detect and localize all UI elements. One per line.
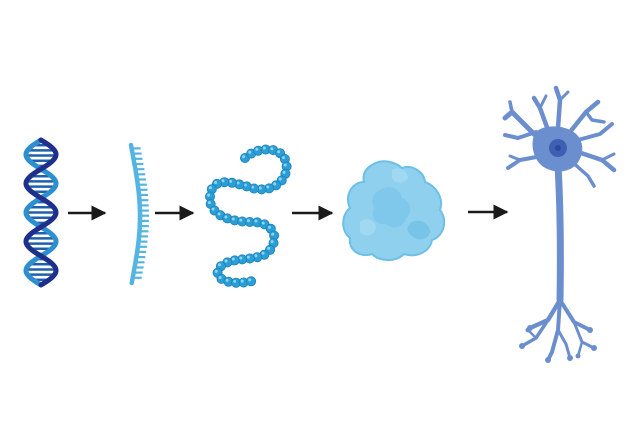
amino-acid-bead-highlight (282, 156, 285, 160)
amino-acid-bead-highlight (254, 219, 258, 223)
amino-acid-bead-highlight (242, 155, 246, 159)
dna-double-helix-icon (23, 137, 59, 288)
amino-acid-bead-highlight (267, 225, 271, 229)
amino-acid-bead-highlight (233, 279, 237, 283)
amino-acid-bead-highlight (225, 278, 229, 282)
rna-backbone (128, 142, 143, 286)
amino-acid-bead-highlight (248, 278, 252, 282)
amino-acid-bead-highlight (240, 279, 244, 283)
amino-acid-bead-highlight (266, 185, 270, 189)
amino-acid-bead-highlight (231, 217, 235, 221)
amino-acid-bead-highlight (239, 256, 243, 260)
amino-acid-chain-icon (204, 144, 292, 288)
amino-acid-bead-highlight (267, 246, 271, 250)
amino-acid-bead-highlight (271, 232, 275, 236)
amino-acid-bead-highlight (251, 185, 255, 189)
amino-acid-bead-highlight (229, 179, 233, 183)
amino-acid-bead-highlight (217, 212, 221, 216)
amino-acid-bead-highlight (211, 207, 215, 211)
dna-backbone-strand (23, 137, 59, 288)
amino-acid-bead-highlight (207, 201, 211, 205)
neuron-cell-icon (502, 85, 617, 363)
amino-acid-bead-highlight (258, 186, 262, 190)
amino-acid-bead-highlight (254, 254, 258, 258)
amino-acid-bead-highlight (278, 177, 282, 181)
mrna-strand-icon (128, 142, 149, 286)
amino-acid-bead-highlight (273, 182, 277, 186)
amino-acid-bead-highlight (270, 147, 274, 151)
amino-acid-bead-highlight (255, 147, 259, 151)
amino-acid-bead-highlight (221, 179, 225, 183)
amino-acid-bead-highlight (270, 240, 274, 244)
amino-acid-bead-highlight (207, 193, 211, 197)
amino-acid-bead-highlight (282, 170, 286, 174)
amino-acid-bead-highlight (243, 183, 247, 187)
amino-acid-bead-highlight (261, 251, 265, 255)
amino-acid-bead-highlight (208, 186, 212, 190)
amino-acid-bead-highlight (214, 269, 218, 273)
amino-acid-bead-highlight (218, 263, 221, 267)
amino-acid-bead-highlight (262, 146, 266, 150)
amino-acid-bead-highlight (231, 257, 235, 261)
amino-acid-bead-highlight (248, 150, 252, 154)
amino-acid-bead-highlight (246, 255, 250, 259)
dna-backbone-strand (23, 137, 59, 288)
amino-acid-bead-highlight (218, 276, 222, 279)
folded-protein-icon (342, 160, 446, 261)
amino-acid-bead-highlight (239, 218, 243, 222)
amino-acid-bead-highlight (224, 215, 228, 219)
amino-acid-bead-highlight (224, 259, 228, 263)
amino-acid-bead-highlight (283, 163, 287, 167)
amino-acid-bead (246, 276, 257, 287)
amino-acid-bead-highlight (246, 219, 250, 223)
amino-acid-bead-highlight (214, 181, 218, 184)
amino-acid-bead-highlight (261, 221, 265, 225)
amino-acid-bead-highlight (236, 181, 240, 185)
amino-acid-bead-highlight (277, 150, 281, 154)
